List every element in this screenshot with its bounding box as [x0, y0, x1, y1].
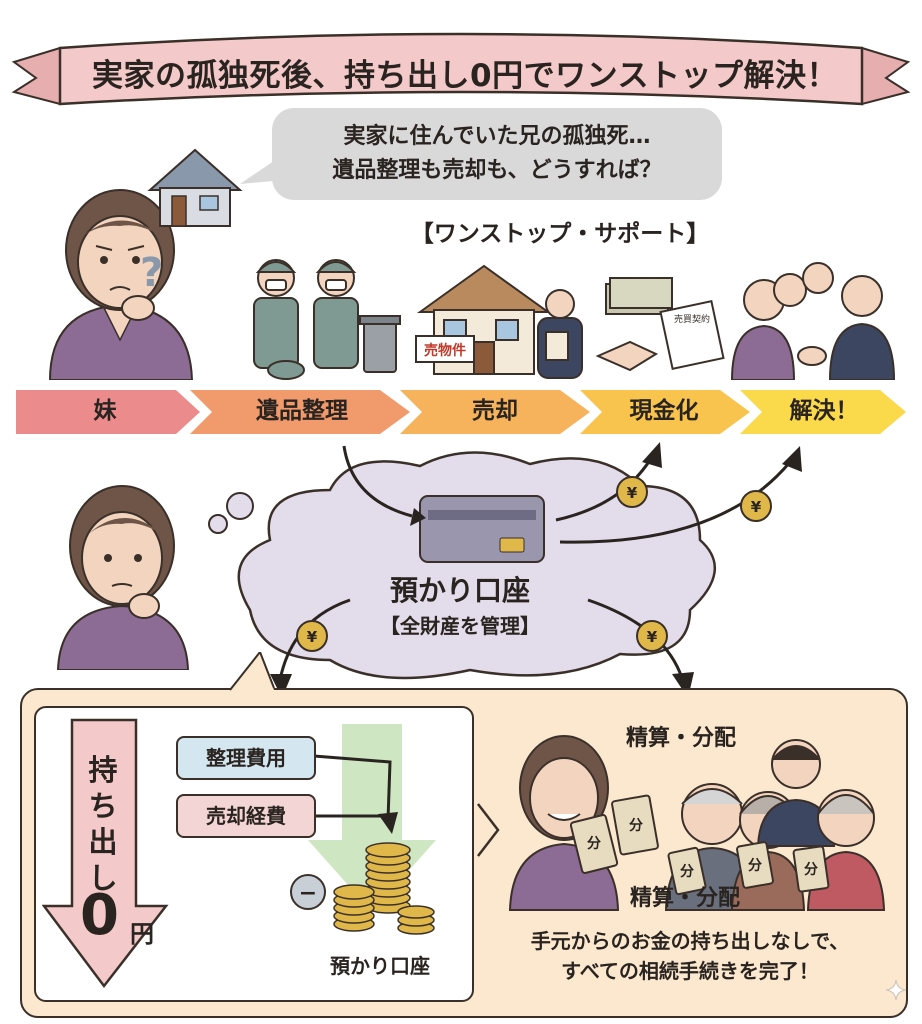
- cost-item-sale: 売却経費: [176, 794, 316, 838]
- account-subtitle: 【全財産を管理】: [380, 614, 540, 638]
- vertical-char-2: ち: [88, 789, 118, 823]
- envelope-mark-3: 分: [680, 864, 694, 880]
- svg-text:¥: ¥: [307, 628, 318, 646]
- sister-worried-illustration: [48, 189, 194, 380]
- envelope-mark-1: 分: [587, 836, 601, 852]
- envelope-mark-5: 分: [804, 862, 818, 878]
- family-handshake-illustration: [730, 262, 896, 380]
- flow-step-sale: 売却: [472, 398, 518, 424]
- arrow-to-cash: [555, 459, 652, 522]
- flow-arrow-4: [580, 390, 750, 434]
- arrow-to-card: [342, 445, 413, 518]
- account-caption: 預かり口座: [330, 954, 430, 978]
- cleaning-workers-illustration: [253, 259, 401, 380]
- flow-arrow-5: [740, 390, 906, 434]
- vertical-char-3: 出: [88, 825, 118, 859]
- envelope-mark-2: 分: [629, 818, 643, 834]
- account-title: 預かり口座: [389, 574, 530, 607]
- settlement-label-bottom: 精算・分配: [630, 886, 741, 911]
- cost-arrow-line-1: [313, 754, 392, 821]
- chevron-right-icon: [477, 803, 500, 857]
- zero-unit: 円: [130, 920, 154, 948]
- svg-text:?: ?: [140, 250, 163, 296]
- svg-text:−: −: [299, 881, 317, 906]
- coin-stack-icon: [333, 842, 435, 935]
- arrow-to-solved: [559, 461, 792, 544]
- final-message-line-1: 手元からのお金の持ち出しなしで、: [530, 929, 850, 953]
- speech-line-1: 実家に住んでいた兄の孤独死…: [343, 124, 651, 149]
- settlement-family-illustration: 分 分 分 分 分: [508, 735, 886, 911]
- vertical-char-1: 持: [88, 753, 118, 787]
- flow-step-sister: 妹: [93, 398, 117, 424]
- yen-coin-1: ¥: [616, 476, 648, 508]
- yen-coin-4: ¥: [636, 620, 668, 652]
- flow-arrow-1: [16, 390, 200, 434]
- yen-coin-2: ¥: [740, 490, 772, 522]
- settlement-label-top: 精算・分配: [626, 726, 737, 751]
- speech-bubble: 実家に住んでいた兄の孤独死… 遺品整理も売却も、どうすれば？: [272, 108, 722, 200]
- flow-step-cleanup: 遺品整理: [256, 398, 348, 424]
- support-label: 【ワンストップ・サポート】: [410, 221, 710, 247]
- flow-arrow-2: [190, 390, 410, 434]
- thought-bubble-medium: [226, 492, 254, 520]
- sale-sign: 売物件: [424, 342, 466, 359]
- zero-cost-down-arrow: [42, 718, 169, 989]
- sister-thinking-illustration: [56, 485, 190, 670]
- zero-amount: 0: [80, 883, 119, 948]
- deduction-diagram: −: [290, 724, 436, 935]
- minus-icon: −: [290, 874, 326, 910]
- banner-title: 実家の孤独死後、持ち出し0円でワンストップ解決！: [92, 57, 838, 94]
- title-banner: [11, 32, 911, 106]
- sparkle-icon: [885, 979, 907, 1001]
- final-message: 手元からのお金の持ち出しなしで、 すべての相続手続きを完了！: [480, 926, 900, 986]
- zero-cost-vertical-label: 持 ち 出 し: [86, 752, 120, 896]
- vertical-char-4: し: [88, 861, 118, 895]
- svg-text:¥: ¥: [647, 628, 658, 646]
- panel-speech-tail: [229, 652, 275, 691]
- contract-label: 売買契約: [674, 313, 710, 325]
- envelope-mark-4: 分: [748, 858, 762, 874]
- house-for-sale-illustration: 売物件: [415, 264, 583, 379]
- account-cloud-diagram: ¥ ¥ ¥ ¥: [208, 442, 802, 698]
- yen-coin-3: ¥: [296, 620, 328, 652]
- thought-bubble-small: [208, 514, 228, 534]
- flow-step-solved: 解決！: [789, 398, 859, 424]
- bank-card-icon: [419, 495, 545, 563]
- cost-item-cleanup: 整理費用: [176, 736, 316, 780]
- cash-contract-illustration: 売買契約: [596, 277, 725, 372]
- house-icon: [147, 148, 243, 227]
- question-mark-icon: ?: [140, 250, 163, 296]
- svg-text:¥: ¥: [627, 484, 638, 502]
- flow-arrow-3: [400, 390, 590, 434]
- final-message-line-2: すべての相続手続きを完了！: [561, 959, 819, 983]
- svg-text:¥: ¥: [751, 498, 762, 516]
- flow-arrow-bar: [16, 390, 906, 434]
- account-cloud: [237, 451, 716, 680]
- flow-step-cash: 現金化: [629, 398, 699, 424]
- speech-line-2: 遺品整理も売却も、どうすれば？: [332, 158, 662, 183]
